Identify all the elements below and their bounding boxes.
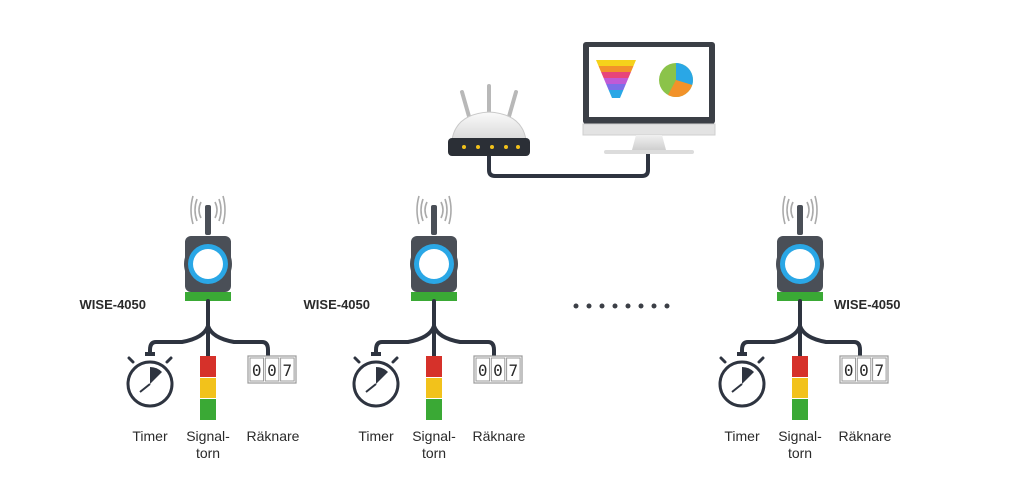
counter-digit: 0 (859, 361, 869, 380)
stopwatch-icon (352, 352, 400, 408)
signal-tower-label-line2: torn (195, 445, 221, 461)
signal-tower-label-line2: torn (787, 445, 813, 461)
counter-digit: 7 (282, 361, 292, 380)
counter-digit: 0 (478, 361, 488, 380)
wireless-signal-icon (416, 195, 452, 225)
signal-tower-icon (792, 356, 808, 420)
device-name-label: WISE-4050 (303, 297, 370, 312)
signal-tower-label-line1: Signal- (412, 428, 456, 444)
signal-tower-label-line1: Signal- (778, 428, 822, 444)
wise-4050-module-icon (776, 236, 824, 301)
counter-label: Räknare (472, 428, 526, 444)
counter-label: Räknare (246, 428, 300, 444)
counter-digit: 7 (874, 361, 884, 380)
timer-label: Timer (358, 428, 394, 444)
io-cables (740, 299, 862, 358)
pie-chart-icon (659, 63, 693, 97)
wise-4050-module-icon (184, 236, 232, 301)
antenna (797, 205, 803, 235)
wise-4050-module-icon (410, 236, 458, 301)
signal-tower-label-line1: Signal- (186, 428, 230, 444)
wireless-signal-icon (190, 195, 226, 225)
counter-digit: 0 (267, 361, 277, 380)
signal-tower-icon (200, 356, 216, 420)
stopwatch-icon (718, 352, 766, 408)
io-cables (148, 299, 270, 358)
stopwatch-icon (126, 352, 174, 408)
timer-label: Timer (132, 428, 168, 444)
device-name-label: WISE-4050 (79, 297, 146, 312)
ellipsis-dots-icon (573, 303, 670, 309)
monitor-icon (582, 42, 716, 154)
wireless-signal-icon (782, 195, 818, 225)
signal-tower-label-line2: torn (421, 445, 447, 461)
counter-label: Räknare (838, 428, 892, 444)
timer-label: Timer (724, 428, 760, 444)
counter-digit: 0 (844, 361, 854, 380)
io-cables (374, 299, 496, 358)
antenna (431, 205, 437, 235)
funnel-chart-icon (596, 60, 636, 98)
signal-tower-icon (426, 356, 442, 420)
device-name-label: WISE-4050 (834, 297, 901, 312)
ethernet-cable (487, 148, 650, 178)
antenna (205, 205, 211, 235)
counter-digit: 0 (252, 361, 262, 380)
counter-digit: 0 (493, 361, 503, 380)
wifi-router-icon (448, 84, 530, 156)
counter-digit: 7 (508, 361, 518, 380)
